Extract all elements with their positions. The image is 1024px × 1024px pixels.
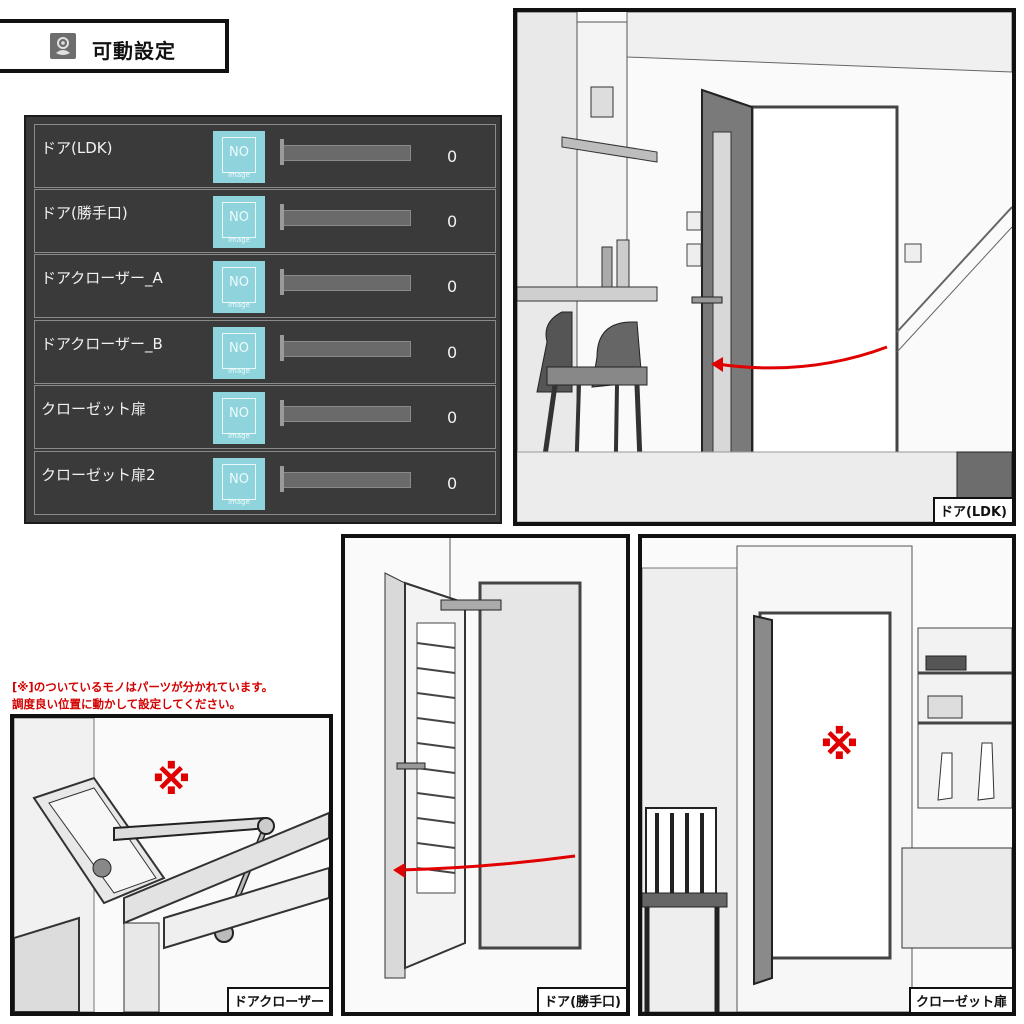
dining-chair xyxy=(642,807,728,1012)
row-label: クローゼット扉2 xyxy=(41,466,156,484)
slider-track[interactable] xyxy=(281,145,411,161)
scene-caption: ドア(勝手口) xyxy=(537,987,626,1012)
slider-track[interactable] xyxy=(281,341,411,357)
slider-handle[interactable] xyxy=(280,204,284,230)
slider-track[interactable] xyxy=(281,406,411,422)
scene-kattekuchi-door: ドア(勝手口) xyxy=(341,534,630,1016)
ldk-door-illustration xyxy=(517,12,1012,522)
row-label: ドア(LDK) xyxy=(41,139,113,157)
row-label: ドアクローザー_A xyxy=(41,269,163,287)
slider-value: 0 xyxy=(447,474,458,493)
row-label: ドアクローザー_B xyxy=(41,335,163,353)
page-title: 可動設定 xyxy=(92,39,176,63)
slider-track[interactable] xyxy=(281,472,411,488)
row-label: ドア(勝手口) xyxy=(41,204,128,222)
note-line-1: [※]のついているモノはパーツが分かれています。 xyxy=(12,680,274,694)
row-label: クローゼット扉 xyxy=(41,400,147,418)
kattekuchi-door-illustration xyxy=(345,538,626,1012)
slider-value: 0 xyxy=(447,147,458,166)
separate-part-mark: ※ xyxy=(820,723,859,769)
slider-handle[interactable] xyxy=(280,466,284,492)
door-closer-illustration xyxy=(14,718,329,1012)
slider-handle[interactable] xyxy=(280,139,284,165)
settings-gear-icon xyxy=(50,33,76,59)
slider-handle[interactable] xyxy=(280,400,284,426)
slider-value: 0 xyxy=(447,277,458,296)
scene-caption: クローゼット扉 xyxy=(908,987,1012,1012)
title-box: 可動設定 xyxy=(0,19,229,73)
note-line-2: 調度良い位置に動かして設定してください。 xyxy=(12,697,241,711)
slider-value: 0 xyxy=(447,343,458,362)
louver-slats xyxy=(416,642,456,874)
closet-door-illustration xyxy=(642,538,1012,1012)
scene-caption: ドアクローザー xyxy=(226,987,329,1012)
slider-handle[interactable] xyxy=(280,269,284,295)
scene-ldk-door: ドア(LDK) xyxy=(513,8,1016,526)
slider-value: 0 xyxy=(447,212,458,231)
separate-part-mark: ※ xyxy=(152,758,191,804)
slider-handle[interactable] xyxy=(280,335,284,361)
scene-door-closer: ※ ドアクローザー xyxy=(10,714,333,1016)
slider-value: 0 xyxy=(447,408,458,427)
scene-closet-door: ※ クローゼット扉 xyxy=(638,534,1016,1016)
scene-caption: ドア(LDK) xyxy=(932,497,1012,522)
slider-track[interactable] xyxy=(281,210,411,226)
slider-track[interactable] xyxy=(281,275,411,291)
